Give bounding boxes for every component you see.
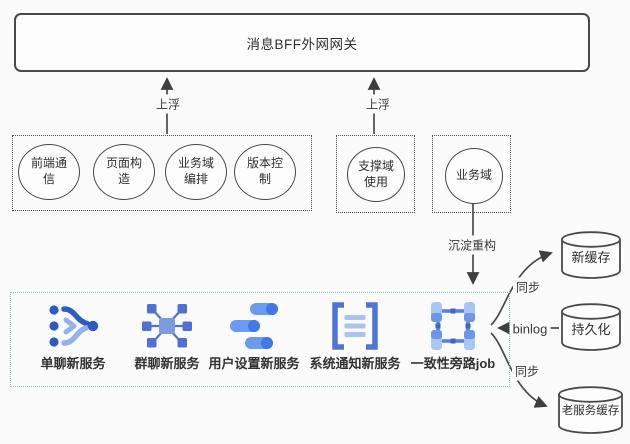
datastore-new-cache: 新缓存 [561, 231, 621, 279]
bracket-list-icon-art [332, 302, 378, 350]
capability-circle-frontend-comm: 前端通 信 [18, 144, 80, 200]
selection-frame-icon [431, 302, 475, 350]
sliders-icon [230, 303, 278, 349]
datastore-label: 老服务缓存 [561, 405, 620, 417]
datastore-old-service-cache: 老服务缓存 [558, 386, 623, 434]
service-label-system-notification: 系统通知新服务 [309, 356, 401, 371]
datastore-persistence: 持久化 [561, 303, 621, 351]
sliders-icon-art [230, 303, 278, 349]
binlog-label: binlog [509, 320, 551, 338]
bracket-list-icon [332, 302, 378, 350]
hub-network-icon [142, 304, 192, 348]
new-services-box [10, 292, 510, 387]
business-domain-group-box [432, 135, 511, 213]
datastore-label: 新缓存 [571, 250, 611, 265]
service-label-group-chat: 群聊新服务 [134, 356, 200, 371]
service-label-user-settings: 用户设置新服务 [208, 356, 300, 371]
float-label-left: 上浮 [152, 94, 184, 114]
service-label-consistency-job: 一致性旁路job [410, 356, 496, 371]
hub-network-icon-art [142, 304, 192, 348]
merge-flow-icon [49, 305, 99, 347]
sync-top-label: 同步 [512, 277, 544, 297]
capability-circle-version-control: 版本控 制 [234, 144, 296, 200]
capability-label: 页面构 造 [105, 156, 142, 186]
cylinder-icon [561, 303, 621, 351]
gateway-label: 消息BFF外网网关 [246, 36, 358, 52]
support-domain-circle: 支撑域 使用 [347, 147, 405, 202]
capability-label: 业务域 编排 [177, 156, 214, 186]
gateway-box: 消息BFF外网网关 [14, 13, 590, 72]
capability-label: 版本控 制 [246, 156, 283, 186]
float-label-right: 上浮 [362, 94, 394, 114]
sink-refactor-label: 沉淀重构 [444, 235, 500, 255]
cylinder-icon [558, 386, 623, 434]
frontend-group-box [12, 135, 312, 211]
capability-circle-page-build: 页面构 造 [93, 144, 155, 200]
capability-label: 业务域 [455, 168, 492, 183]
sync-bottom-label: 同步 [511, 361, 543, 381]
capability-circle-domain-orchestration: 业务域 编排 [165, 144, 227, 200]
service-label-single-chat: 单聊新服务 [40, 356, 106, 371]
cylinder-icon [561, 231, 621, 279]
datastore-label: 持久化 [571, 322, 611, 337]
capability-label: 支撑域 使用 [357, 158, 394, 189]
selection-frame-icon-art [431, 302, 475, 350]
business-domain-circle: 业务域 [445, 148, 503, 204]
support-domain-group-box [336, 135, 415, 213]
merge-flow-icon-art [49, 305, 99, 347]
capability-label: 前端通 信 [30, 156, 67, 186]
